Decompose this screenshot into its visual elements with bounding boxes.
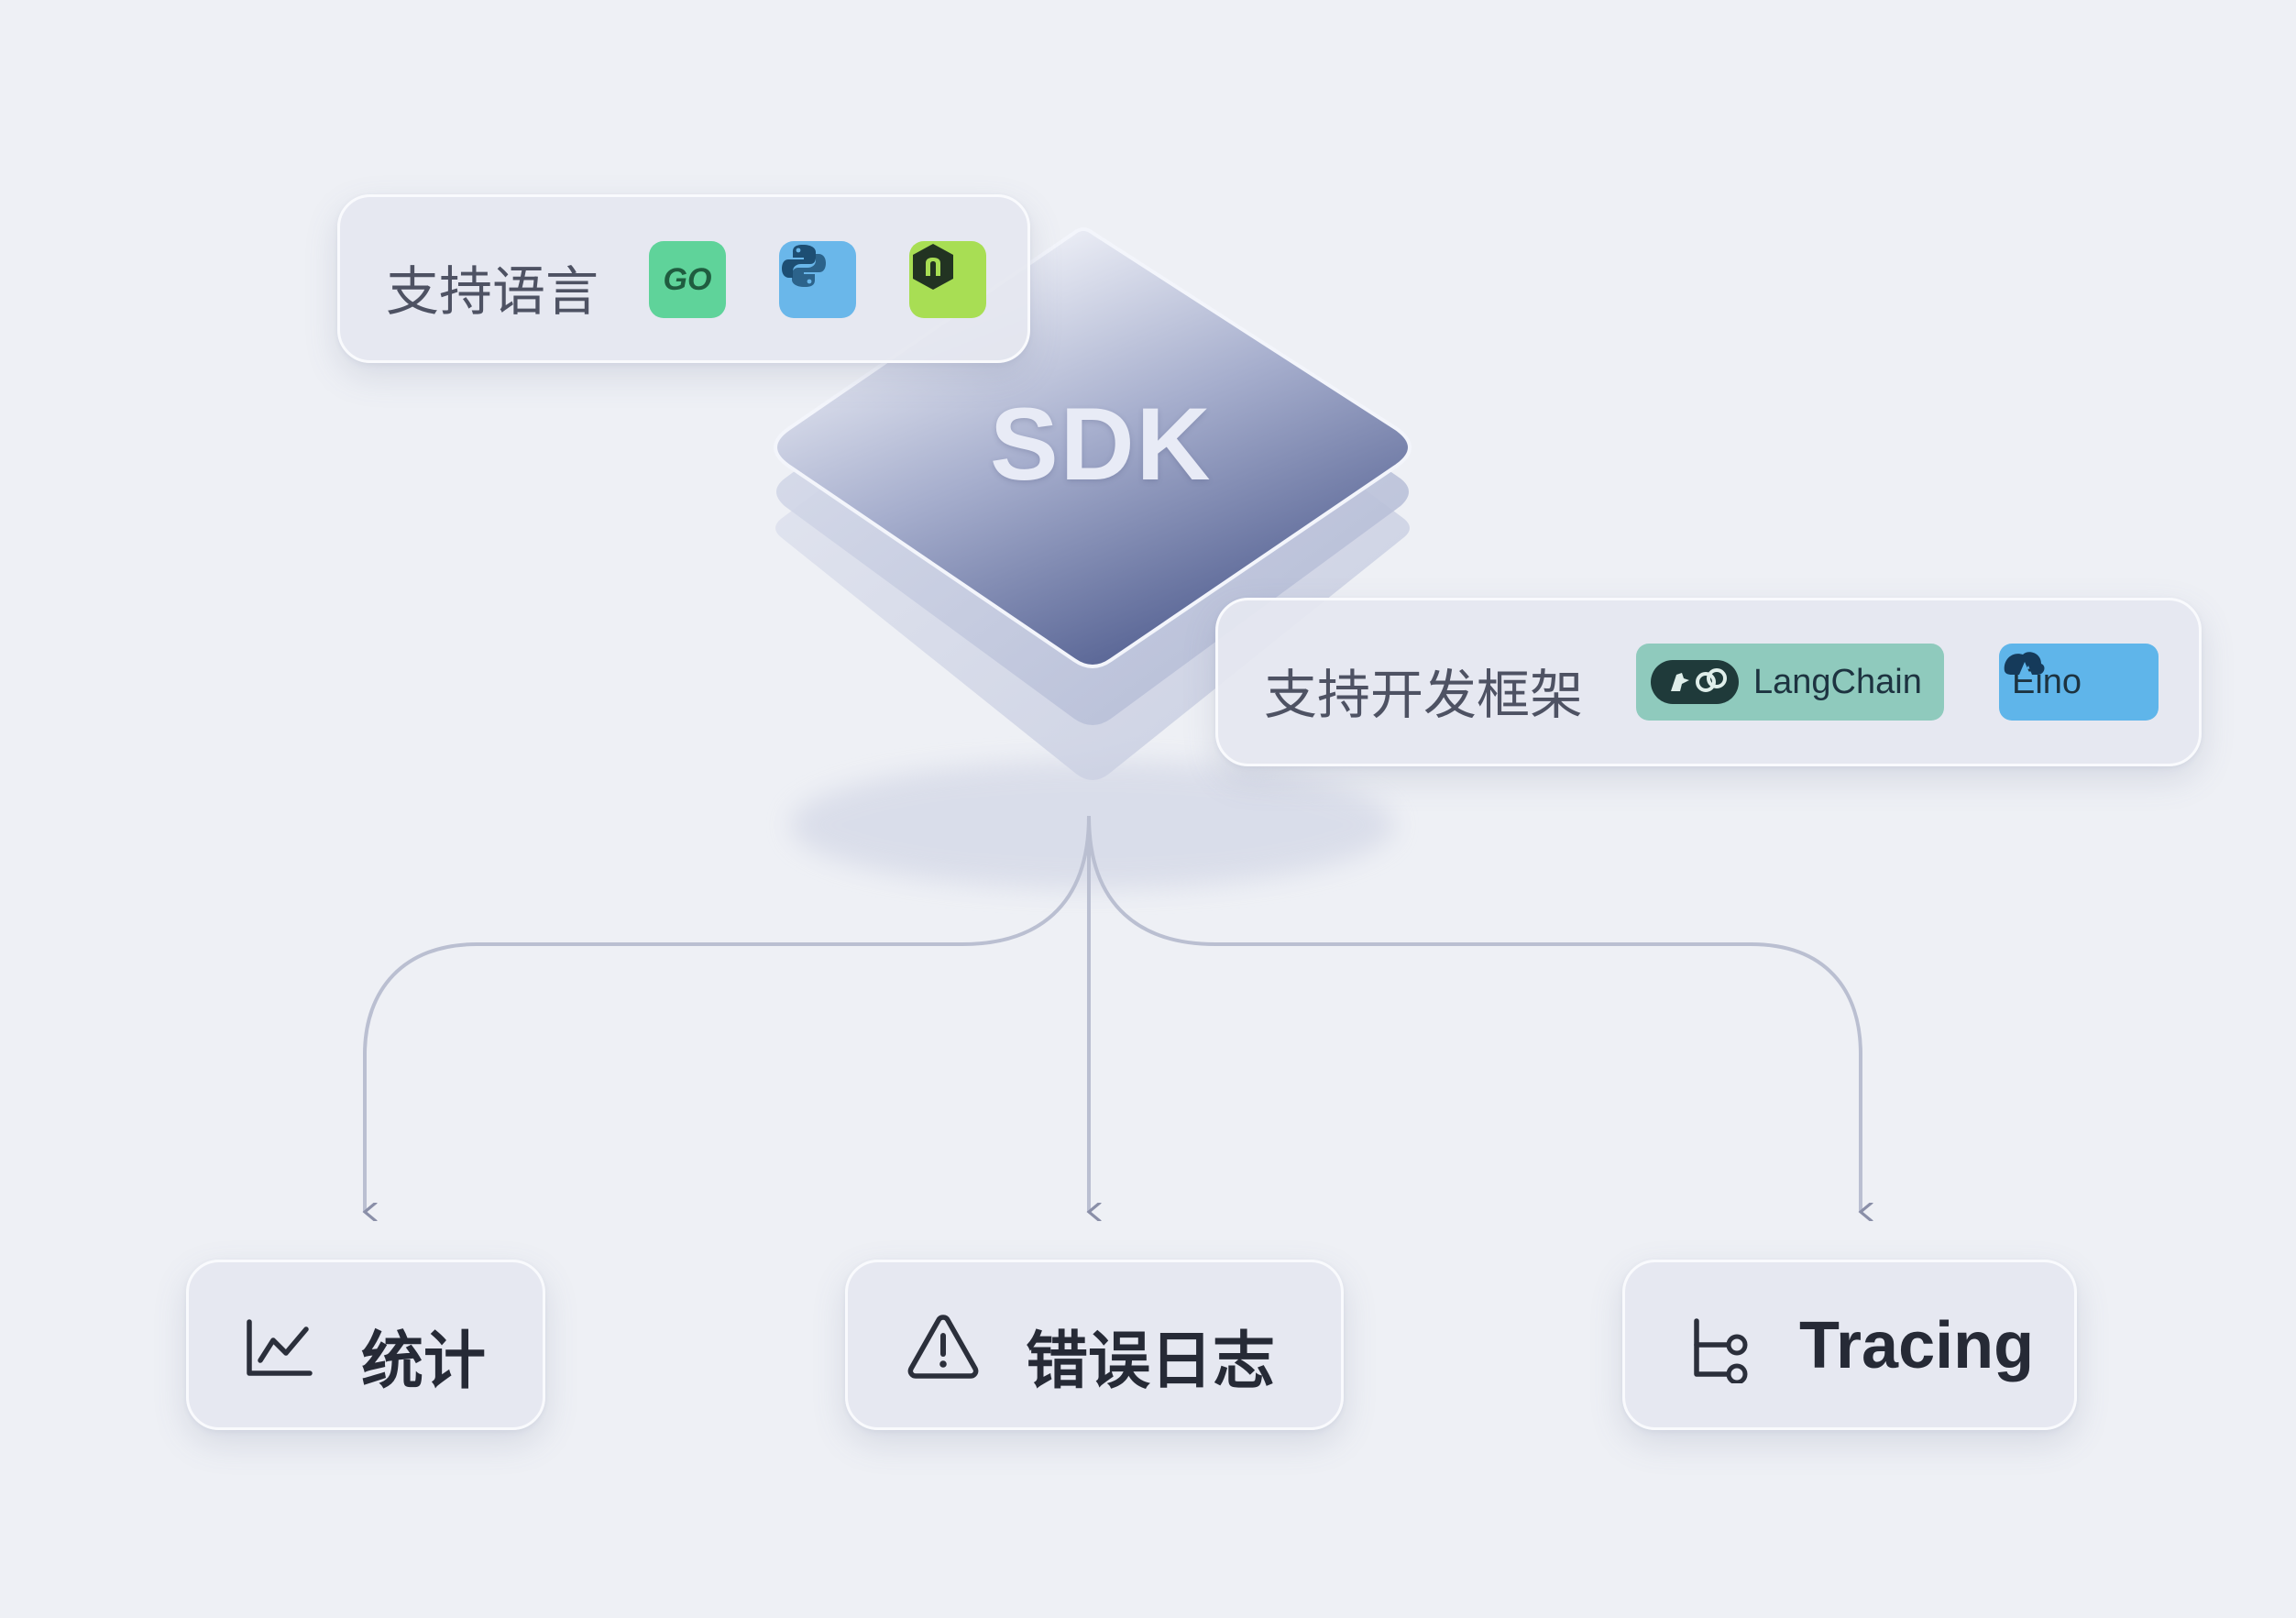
sdk-label: SDK [990, 387, 1213, 501]
error-log-card: 错误日志 [845, 1260, 1344, 1430]
langchain-chip: LangChain [1636, 644, 1944, 721]
frameworks-card: 支持开发框架 LangChain Eino [1215, 598, 2202, 766]
tracing-card: Tracing [1622, 1260, 2077, 1430]
frameworks-card-title: 支持开发框架 [1264, 664, 1584, 726]
warning-triangle-icon [907, 1315, 979, 1379]
nodejs-logo [913, 244, 953, 290]
connector-right [1087, 815, 1861, 1212]
sdk-shadow [790, 761, 1395, 889]
go-icon: GO [649, 241, 726, 318]
nodejs-icon [909, 241, 986, 318]
eino-logo-icon [2004, 652, 2045, 675]
connectors [365, 815, 1861, 1212]
langchain-logo-icon [1651, 660, 1739, 704]
trace-tree-icon [1694, 1318, 1748, 1383]
go-icon-label: GO [663, 261, 712, 297]
langchain-label: LangChain [1753, 662, 1922, 701]
python-logo [782, 245, 826, 287]
languages-card: 支持语言 GO [337, 194, 1030, 363]
error-log-label: 错误日志 [1026, 1326, 1276, 1398]
stats-label: 统计 [361, 1326, 487, 1398]
connector-left [365, 815, 1091, 1212]
eino-chip: Eino [1999, 644, 2159, 721]
line-chart-icon [247, 1319, 313, 1376]
python-icon [779, 241, 856, 318]
languages-card-title: 支持语言 [386, 260, 599, 323]
tracing-label: Tracing [1799, 1309, 2035, 1382]
stats-card: 统计 [186, 1260, 545, 1430]
